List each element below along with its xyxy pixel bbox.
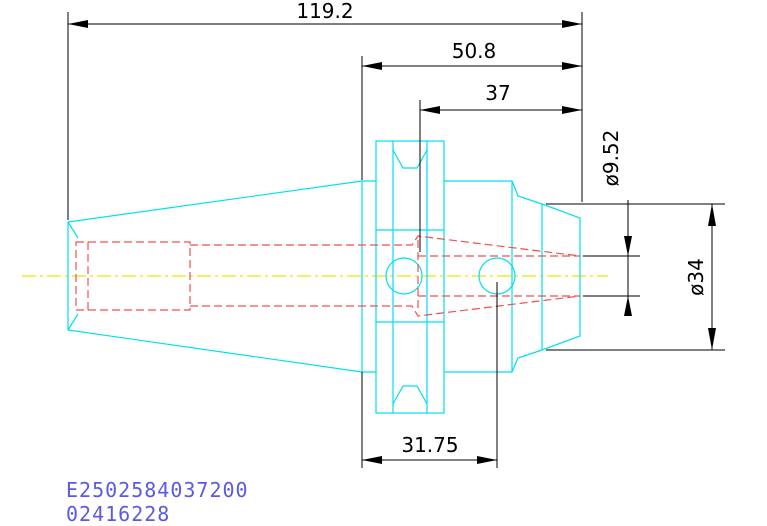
dimension-arrows	[68, 20, 716, 464]
hidden-bore-lines	[75, 235, 581, 317]
part-code-line-1: E2502584037200	[66, 478, 249, 502]
dim-hole-position: 31.75	[401, 433, 458, 457]
dim-bore-diameter: ø9.52	[599, 130, 623, 187]
part-code-line-2: 02416228	[66, 502, 171, 526]
part-codes: E2502584037200 02416228	[66, 478, 249, 526]
dim-nose-diameter: ø34	[684, 258, 708, 296]
dim-flange-to-end: 50.8	[452, 39, 497, 63]
dim-body-length: 37	[485, 81, 510, 105]
dim-overall-length: 119.2	[296, 0, 353, 23]
tool-holder-outline	[67, 140, 581, 414]
dimension-lines	[67, 12, 725, 468]
